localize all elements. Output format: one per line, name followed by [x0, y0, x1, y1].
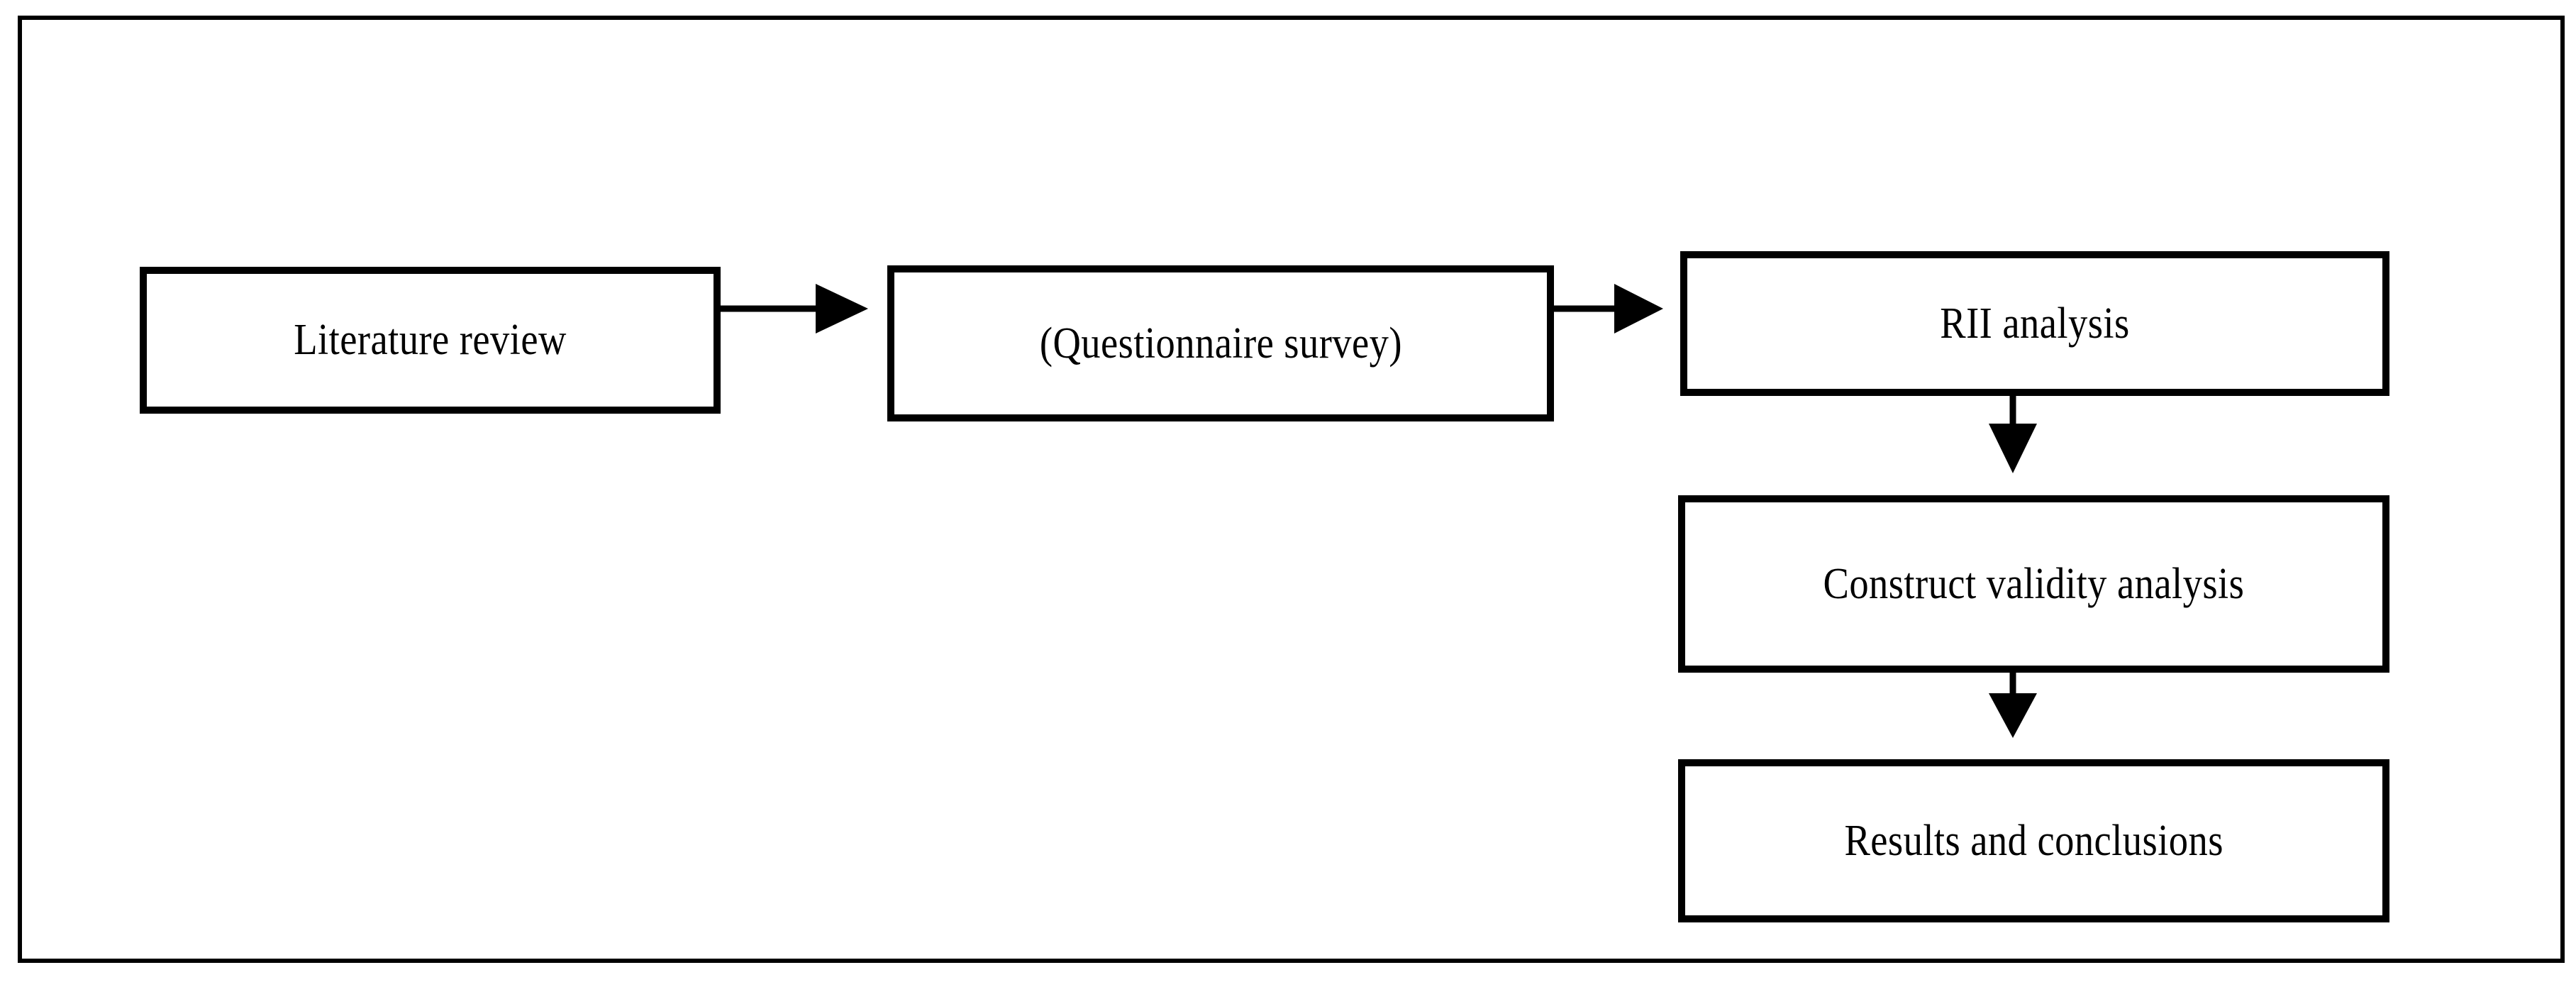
node-results-and-conclusions[interactable]: Results and conclusions	[1678, 759, 2389, 922]
node-questionnaire-survey[interactable]: (Questionnaire survey)	[887, 265, 1554, 421]
node-rii-analysis[interactable]: RII analysis	[1680, 251, 2389, 396]
node-literature-review-label: Literature review	[294, 316, 567, 365]
node-rii-analysis-label: RII analysis	[1940, 299, 2130, 348]
outer-border-frame: Literature review (Questionnaire survey)…	[18, 16, 2565, 963]
node-construct-validity-analysis[interactable]: Construct validity analysis	[1678, 495, 2389, 673]
node-results-and-conclusions-label: Results and conclusions	[1844, 816, 2224, 865]
edge-literature-to-questionnaire	[699, 284, 868, 333]
node-questionnaire-survey-label: (Questionnaire survey)	[1039, 319, 1402, 368]
node-literature-review[interactable]: Literature review	[140, 267, 721, 414]
node-construct-validity-analysis-label: Construct validity analysis	[1823, 559, 2245, 608]
